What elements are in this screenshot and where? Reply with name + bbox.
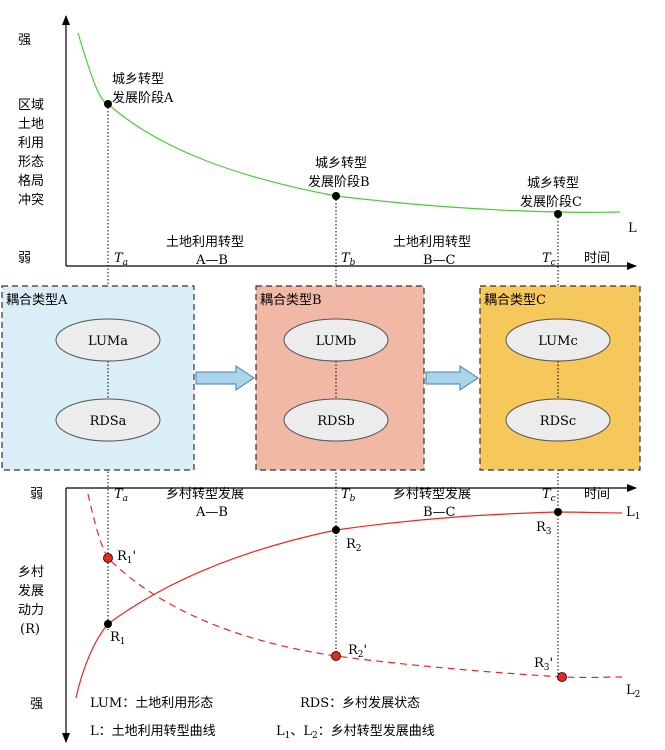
bottom-x-axis-time-label: 时间 — [584, 487, 610, 502]
time-marker-c-bottom: Tc — [542, 487, 556, 504]
top-y-label: 区域 土地 利用 形态 格局 冲突 — [18, 98, 44, 208]
rural-transition-ab-label: 乡村转型发展 — [166, 486, 244, 502]
land-transition-ab-range: A—B — [195, 253, 228, 268]
point-r3 — [554, 508, 562, 516]
top-y-label-line: 格局 — [18, 173, 44, 189]
time-marker-a-bottom: Ta — [114, 487, 128, 504]
point-r3-prime-label: R3' — [534, 656, 553, 673]
top-y-label-line: 形态 — [18, 155, 44, 170]
stage-c-line2: 发展阶段C — [520, 194, 582, 210]
rural-transition-bc-label: 乡村转型发展 — [393, 486, 471, 502]
lum-a-label: LUMa — [88, 334, 128, 349]
coupling-box-b: 耦合类型B LUMb RDSb — [255, 285, 425, 471]
rds-c-ellipse — [505, 398, 611, 442]
rural-transition-bc-range: B—C — [423, 505, 456, 520]
block-arrow-a-to-b — [195, 365, 255, 391]
point-r1-prime-label: R1' — [117, 549, 136, 566]
point-r2-prime-label: R2' — [348, 643, 367, 660]
legend-rds: RDS：乡村发展状态 — [300, 695, 420, 711]
lum-b-label: LUMb — [316, 334, 357, 349]
rds-a-label: RDSa — [90, 414, 127, 429]
coupling-box-b-title: 耦合类型B — [260, 293, 322, 308]
coupling-box-a-title: 耦合类型A — [6, 293, 68, 308]
top-axis-weak-label: 弱 — [18, 251, 31, 266]
rds-b-label: RDSb — [317, 414, 354, 429]
stage-c-line1: 城乡转型 — [527, 176, 579, 191]
coupling-box-c-frame — [479, 285, 641, 471]
coupling-box-a: 耦合类型A LUMa RDSa — [1, 285, 195, 471]
block-arrow-b-to-c — [425, 365, 479, 391]
land-transition-bc-label: 土地利用转型 — [393, 235, 471, 250]
point-r3-label: R3 — [536, 520, 552, 537]
top-x-axis-time-label: 时间 — [584, 251, 610, 266]
stage-b-line2: 发展阶段B — [308, 174, 370, 190]
land-transition-ab-label: 土地利用转型 — [166, 235, 244, 250]
bottom-axis-strong-label: 强 — [30, 697, 43, 712]
stage-a-line1: 城乡转型 — [112, 72, 164, 87]
top-y-label-line: 区域 — [18, 98, 44, 113]
coupling-box-a-frame — [1, 285, 195, 471]
bottom-y-label-line: 动力 — [18, 603, 44, 618]
rds-b-ellipse — [283, 398, 389, 442]
land-transition-bc-range: B—C — [423, 253, 456, 268]
top-y-label-line: 利用 — [18, 136, 44, 151]
coupling-box-c-title: 耦合类型C — [484, 293, 546, 308]
top-y-label-line: 土地 — [18, 117, 44, 132]
stage-b-line1: 城乡转型 — [315, 156, 367, 171]
time-marker-b-bottom: Tb — [341, 487, 356, 504]
rural-transition-ab-range: A—B — [195, 505, 228, 520]
rural-curve-l1-label: L1 — [626, 505, 640, 522]
point-r1 — [104, 620, 112, 628]
stage-b-point — [332, 192, 340, 200]
bottom-y-label: 乡村 发展 动力 (R) — [18, 565, 44, 637]
stage-c-point — [554, 210, 562, 218]
rds-c-label: RDSc — [540, 414, 576, 429]
legend-lum: LUM：土地利用形态 — [90, 696, 213, 711]
point-r1-prime — [103, 553, 113, 563]
stage-a-line2: 发展阶段A — [112, 90, 174, 106]
bottom-y-label-line: (R) — [20, 622, 40, 637]
point-r2 — [332, 526, 340, 534]
coupling-box-c: 耦合类型C LUMc RDSc — [479, 285, 641, 471]
time-marker-a: Ta — [114, 251, 128, 268]
bottom-axis-weak-label: 弱 — [30, 487, 43, 502]
time-marker-c: Tc — [542, 251, 556, 268]
bottom-y-label-line: 发展 — [18, 583, 44, 599]
rural-curve-l2-label: L2 — [626, 683, 640, 700]
lum-c-label: LUMc — [538, 334, 577, 349]
rds-a-ellipse — [55, 398, 161, 442]
coupling-box-b-frame — [255, 285, 425, 471]
time-marker-b: Tb — [341, 251, 356, 268]
land-use-curve-label: L — [628, 221, 637, 236]
stage-a-point — [104, 100, 112, 108]
legend-l1-l2-curves: L1、L2：乡村转型发展曲线 — [276, 723, 435, 741]
legend-l-curve: L：土地利用转型曲线 — [90, 724, 216, 739]
bottom-y-label-line: 乡村 — [18, 565, 44, 580]
point-r3-prime — [557, 672, 567, 682]
top-y-label-line: 冲突 — [18, 192, 44, 208]
point-r2-prime — [331, 651, 341, 661]
point-r1-label: R1 — [110, 630, 126, 647]
point-r2-label: R2 — [346, 537, 362, 554]
top-axis-strong-label: 强 — [18, 33, 31, 48]
